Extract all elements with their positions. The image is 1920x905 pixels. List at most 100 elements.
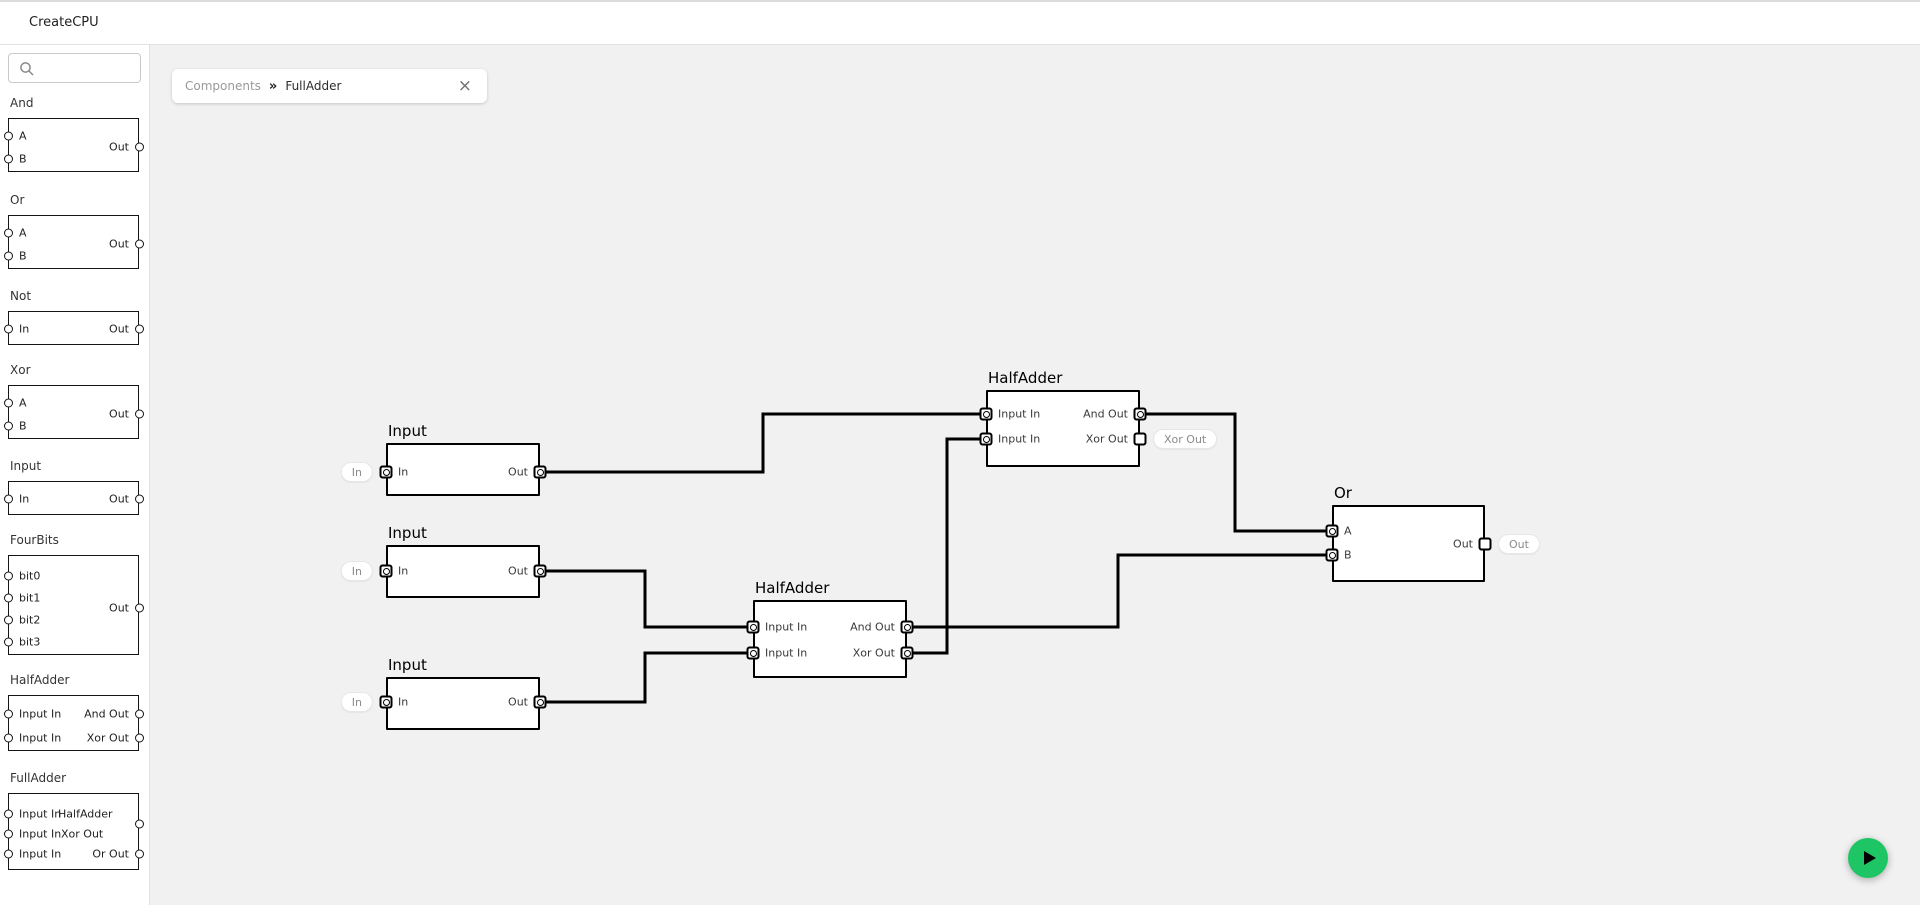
output-port-label: Out (109, 237, 129, 251)
palette-item-label-fourbits: FourBits (10, 533, 59, 547)
output-port-label: Out (109, 140, 129, 154)
input-port[interactable] (379, 564, 393, 578)
play-icon (1864, 851, 1876, 865)
input-port-label: In (19, 492, 30, 506)
external-output-badge[interactable]: Out (1498, 534, 1540, 554)
output-port[interactable] (1478, 537, 1492, 551)
output-port (134, 709, 144, 719)
tab-fulladder[interactable]: Components » FullAdder × (172, 69, 487, 103)
input-port (3, 637, 13, 647)
input-port (3, 709, 13, 719)
block-halfadder[interactable] (986, 390, 1140, 467)
block-input[interactable] (386, 677, 540, 730)
close-icon[interactable]: × (457, 75, 472, 96)
palette-item-not[interactable]: In Out (3, 311, 144, 345)
external-input-badge[interactable]: In (340, 692, 373, 712)
block-input[interactable] (386, 443, 540, 496)
output-port-label: Out (109, 492, 129, 506)
input-port (3, 421, 13, 431)
input-port (3, 829, 13, 839)
palette-item-fourbits[interactable]: bit0 bit1 bit2 bit3 Out (3, 555, 144, 655)
input-port-label: bit0 (19, 569, 41, 583)
search-input[interactable] (39, 54, 137, 82)
input-port-label: bit3 (19, 635, 41, 649)
output-port (134, 239, 144, 249)
input-port-label: Input In (19, 847, 62, 861)
input-port-label: Input In (19, 707, 62, 721)
palette-item-label-or: Or (10, 193, 25, 207)
block-input[interactable] (386, 545, 540, 598)
output-port (134, 733, 144, 743)
palette-item-label-halfadder: HalfAdder (10, 673, 70, 687)
output-port[interactable] (533, 564, 547, 578)
breadcrumb-root[interactable]: Components (185, 79, 261, 93)
input-port[interactable] (379, 695, 393, 709)
output-port[interactable] (1133, 432, 1147, 446)
output-port (134, 324, 144, 334)
breadcrumb-current: FullAdder (285, 79, 342, 93)
input-port-label: B (19, 249, 27, 263)
palette-item-label-xor: Xor (10, 363, 31, 377)
input-port-label: bit1 (19, 591, 41, 605)
input-port[interactable] (979, 407, 993, 421)
input-port-label: A (19, 129, 27, 143)
input-port-label: Input In (19, 731, 62, 745)
input-port-label: A (19, 396, 27, 410)
output-port (134, 494, 144, 504)
input-port[interactable] (746, 646, 760, 660)
output-port (134, 849, 144, 859)
output-port-label: Out (109, 407, 129, 421)
input-port[interactable] (1325, 524, 1339, 538)
block-or[interactable] (1332, 505, 1485, 582)
output-port[interactable] (533, 465, 547, 479)
input-port[interactable] (1325, 548, 1339, 562)
output-port-label: Or Out (92, 847, 129, 861)
output-port (134, 409, 144, 419)
output-port (134, 142, 144, 152)
app-title: CreateCPU (29, 15, 99, 30)
output-port-label: And Out (84, 707, 129, 721)
input-port (3, 593, 13, 603)
breadcrumb-separator-icon: » (268, 78, 278, 94)
external-input-badge[interactable]: In (340, 462, 373, 482)
external-output-badge[interactable]: Xor Out (1153, 429, 1218, 449)
app-header: CreateCPU (0, 0, 1920, 45)
output-port (134, 603, 144, 613)
palette-search[interactable] (8, 53, 141, 83)
output-port[interactable] (533, 695, 547, 709)
output-port-label: Out (109, 322, 129, 336)
output-port (134, 819, 144, 829)
output-port[interactable] (1133, 407, 1147, 421)
palette-item-label-fulladder: FullAdder (10, 771, 67, 785)
input-port (3, 809, 13, 819)
palette-item-label-input: Input (10, 459, 42, 473)
input-port-label: A (19, 226, 27, 240)
output-port-label: Xor Out (61, 827, 104, 841)
input-port[interactable] (379, 465, 393, 479)
palette-item-input[interactable]: In Out (3, 481, 144, 515)
block-halfadder[interactable] (753, 600, 907, 678)
input-port (3, 228, 13, 238)
input-port (3, 251, 13, 261)
search-icon (20, 62, 34, 76)
external-input-badge[interactable]: In (340, 561, 373, 581)
input-port[interactable] (746, 620, 760, 634)
input-port[interactable] (979, 432, 993, 446)
input-port-label: Input In (19, 827, 62, 841)
input-port (3, 615, 13, 625)
input-port-label: bit2 (19, 613, 41, 627)
run-simulation-button[interactable] (1848, 838, 1888, 878)
input-port (3, 571, 13, 581)
output-port[interactable] (900, 620, 914, 634)
input-port-label: In (19, 322, 30, 336)
output-port-label: Out (109, 601, 129, 615)
output-port[interactable] (900, 646, 914, 660)
